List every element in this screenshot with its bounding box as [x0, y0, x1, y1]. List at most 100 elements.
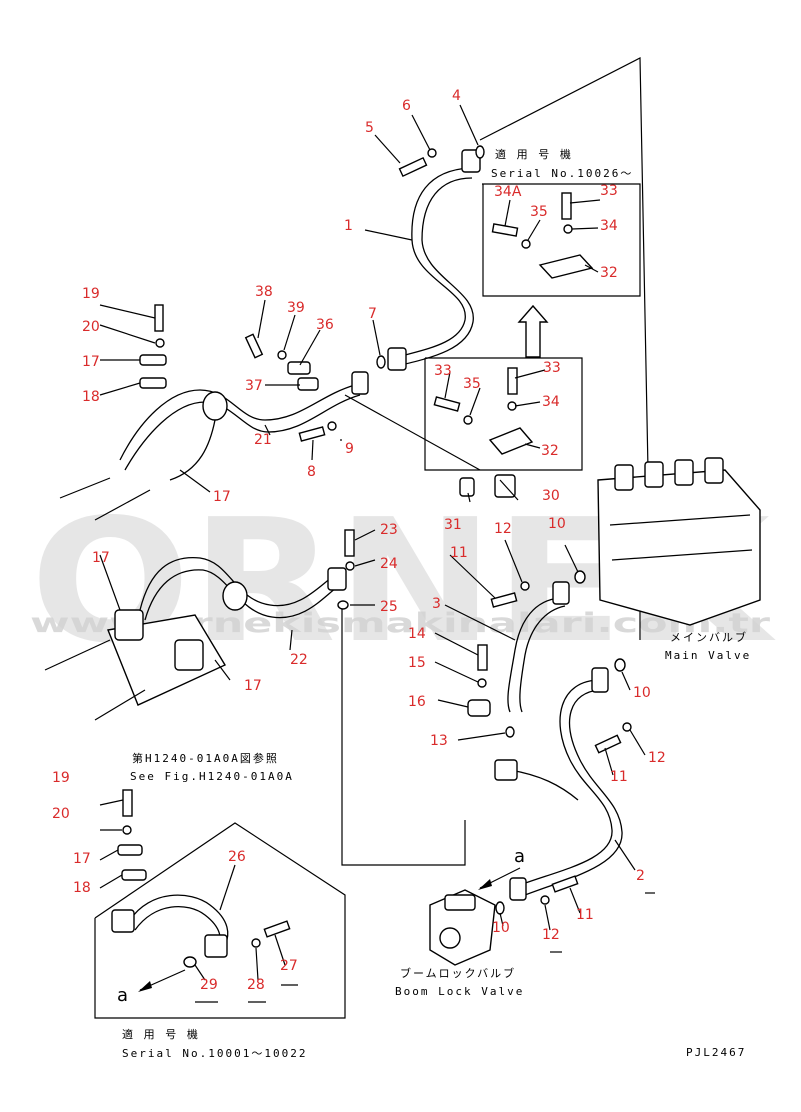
serial-bottom-jp: 適 用 号 機 [122, 1027, 200, 1041]
notes: 適 用 号 機 Serial No.10026～ 第H1240-01A0A図参照… [117, 147, 751, 1060]
washer-39 [277, 350, 287, 360]
callout-34a: 34 [600, 218, 618, 234]
washer-34a [563, 224, 573, 234]
callout-17b: 17 [213, 489, 231, 505]
callout-15: 15 [408, 655, 426, 671]
clamp-17e [117, 844, 143, 856]
pipe-3-edge [519, 605, 566, 713]
pipe-26-flange-2 [204, 934, 228, 958]
pipe-26-flange-1 [111, 909, 135, 933]
bolt-38 [244, 333, 264, 359]
callout-11a: 11 [450, 545, 468, 561]
pipe-21-flange [351, 371, 369, 395]
boom-lock-valve [429, 889, 496, 966]
callout-32a: 32 [600, 265, 618, 281]
valve-block-port-2 [174, 639, 204, 671]
washer-20b [122, 825, 132, 835]
callout-20b: 20 [52, 806, 70, 822]
pipe-2-flange-low [494, 759, 518, 781]
rod-2 [94, 489, 151, 521]
drawing-code: PJL2467 [686, 1046, 746, 1059]
pipe-26 [129, 894, 229, 946]
callout-1: 1 [344, 218, 353, 234]
o-ring-4 [475, 145, 485, 159]
callout-12c: 12 [542, 927, 560, 943]
pipe-1 [394, 167, 471, 359]
pipe-2-branch [509, 769, 579, 801]
callout-12a: 12 [494, 521, 512, 537]
callout-24: 24 [380, 556, 398, 572]
callout-10c: 10 [492, 920, 510, 936]
pipe-3 [507, 597, 561, 713]
callout-35a: 35 [530, 204, 548, 220]
pipe-21-bend [202, 391, 228, 421]
washer-35b [463, 415, 473, 425]
washer-12a [520, 581, 530, 591]
callout-numbers: 1 2 3 4 5 6 7 8 9 10 10 10 11 11 11 12 1… [52, 88, 666, 993]
callout-22: 22 [290, 652, 308, 668]
clamp-16 [467, 699, 491, 717]
bolt-27 [263, 920, 291, 938]
washer-6 [427, 148, 437, 158]
see-fig-en: See Fig.H1240-01A0A [130, 770, 294, 783]
washer-24 [345, 561, 355, 571]
callout-33a: 33 [600, 183, 618, 199]
bolt-5 [398, 156, 428, 178]
washer-12b [622, 722, 632, 732]
pipe-21-edge [124, 394, 361, 471]
main-valve-seam-1 [609, 514, 751, 526]
callout-17a: 17 [82, 354, 100, 370]
clamp-17a [139, 354, 167, 366]
callout-29: 29 [200, 977, 218, 993]
callout-34b: 34 [542, 394, 560, 410]
o-ring-7 [376, 355, 386, 369]
tick-marks [195, 892, 655, 1003]
flange-mid [387, 347, 407, 371]
bolt-14 [477, 644, 488, 671]
callout-5: 5 [365, 120, 374, 136]
bracket-32b [488, 427, 534, 455]
bolt-33a [561, 192, 572, 220]
o-ring-10b [614, 658, 626, 672]
pipe-21-branch [169, 419, 216, 481]
callout-14: 14 [408, 626, 426, 642]
boom-lock-valve-port [439, 927, 461, 949]
callout-13: 13 [430, 733, 448, 749]
main-valve-en: Main Valve [665, 649, 751, 662]
callout-18b: 18 [73, 880, 91, 896]
rod-1 [59, 477, 111, 499]
main-valve-body [597, 469, 761, 626]
clamp-31 [459, 477, 475, 497]
up-arrow-icon [517, 304, 549, 358]
callout-35b: 35 [463, 376, 481, 392]
bracket-32a [538, 254, 594, 279]
callout-17d: 17 [244, 678, 262, 694]
leader-lines [99, 104, 646, 981]
washer-20 [155, 338, 165, 348]
callout-37: 37 [245, 378, 263, 394]
serial-top-jp: 適 用 号 機 [495, 147, 573, 161]
bolt-19b [122, 789, 133, 817]
pipe-3-flange [552, 581, 570, 605]
frame-top-right [479, 57, 649, 471]
callout-10b: 10 [633, 685, 651, 701]
callout-33b: 33 [434, 363, 452, 379]
rods-left [44, 477, 151, 721]
see-fig-jp: 第H1240-01A0A図参照 [132, 751, 279, 765]
pipe-1-edge [396, 177, 474, 367]
pipe-2-edge [524, 689, 623, 896]
o-ring-29 [183, 956, 197, 968]
main-valve-jp: メインバルブ [670, 630, 748, 644]
bolt-33c [433, 396, 461, 412]
callout-19a: 19 [82, 286, 100, 302]
arrows-a [138, 867, 521, 992]
serial-top-en: Serial No.10026～ [491, 167, 633, 180]
bolt-23 [344, 529, 355, 557]
clamp-18b [121, 869, 147, 881]
callout-10a: 10 [548, 516, 566, 532]
callout-32b: 32 [541, 443, 559, 459]
o-ring-13 [505, 726, 515, 738]
letter-a-1: a [514, 846, 525, 867]
callout-11b: 11 [610, 769, 628, 785]
boom-lock-en: Boom Lock Valve [395, 985, 524, 998]
